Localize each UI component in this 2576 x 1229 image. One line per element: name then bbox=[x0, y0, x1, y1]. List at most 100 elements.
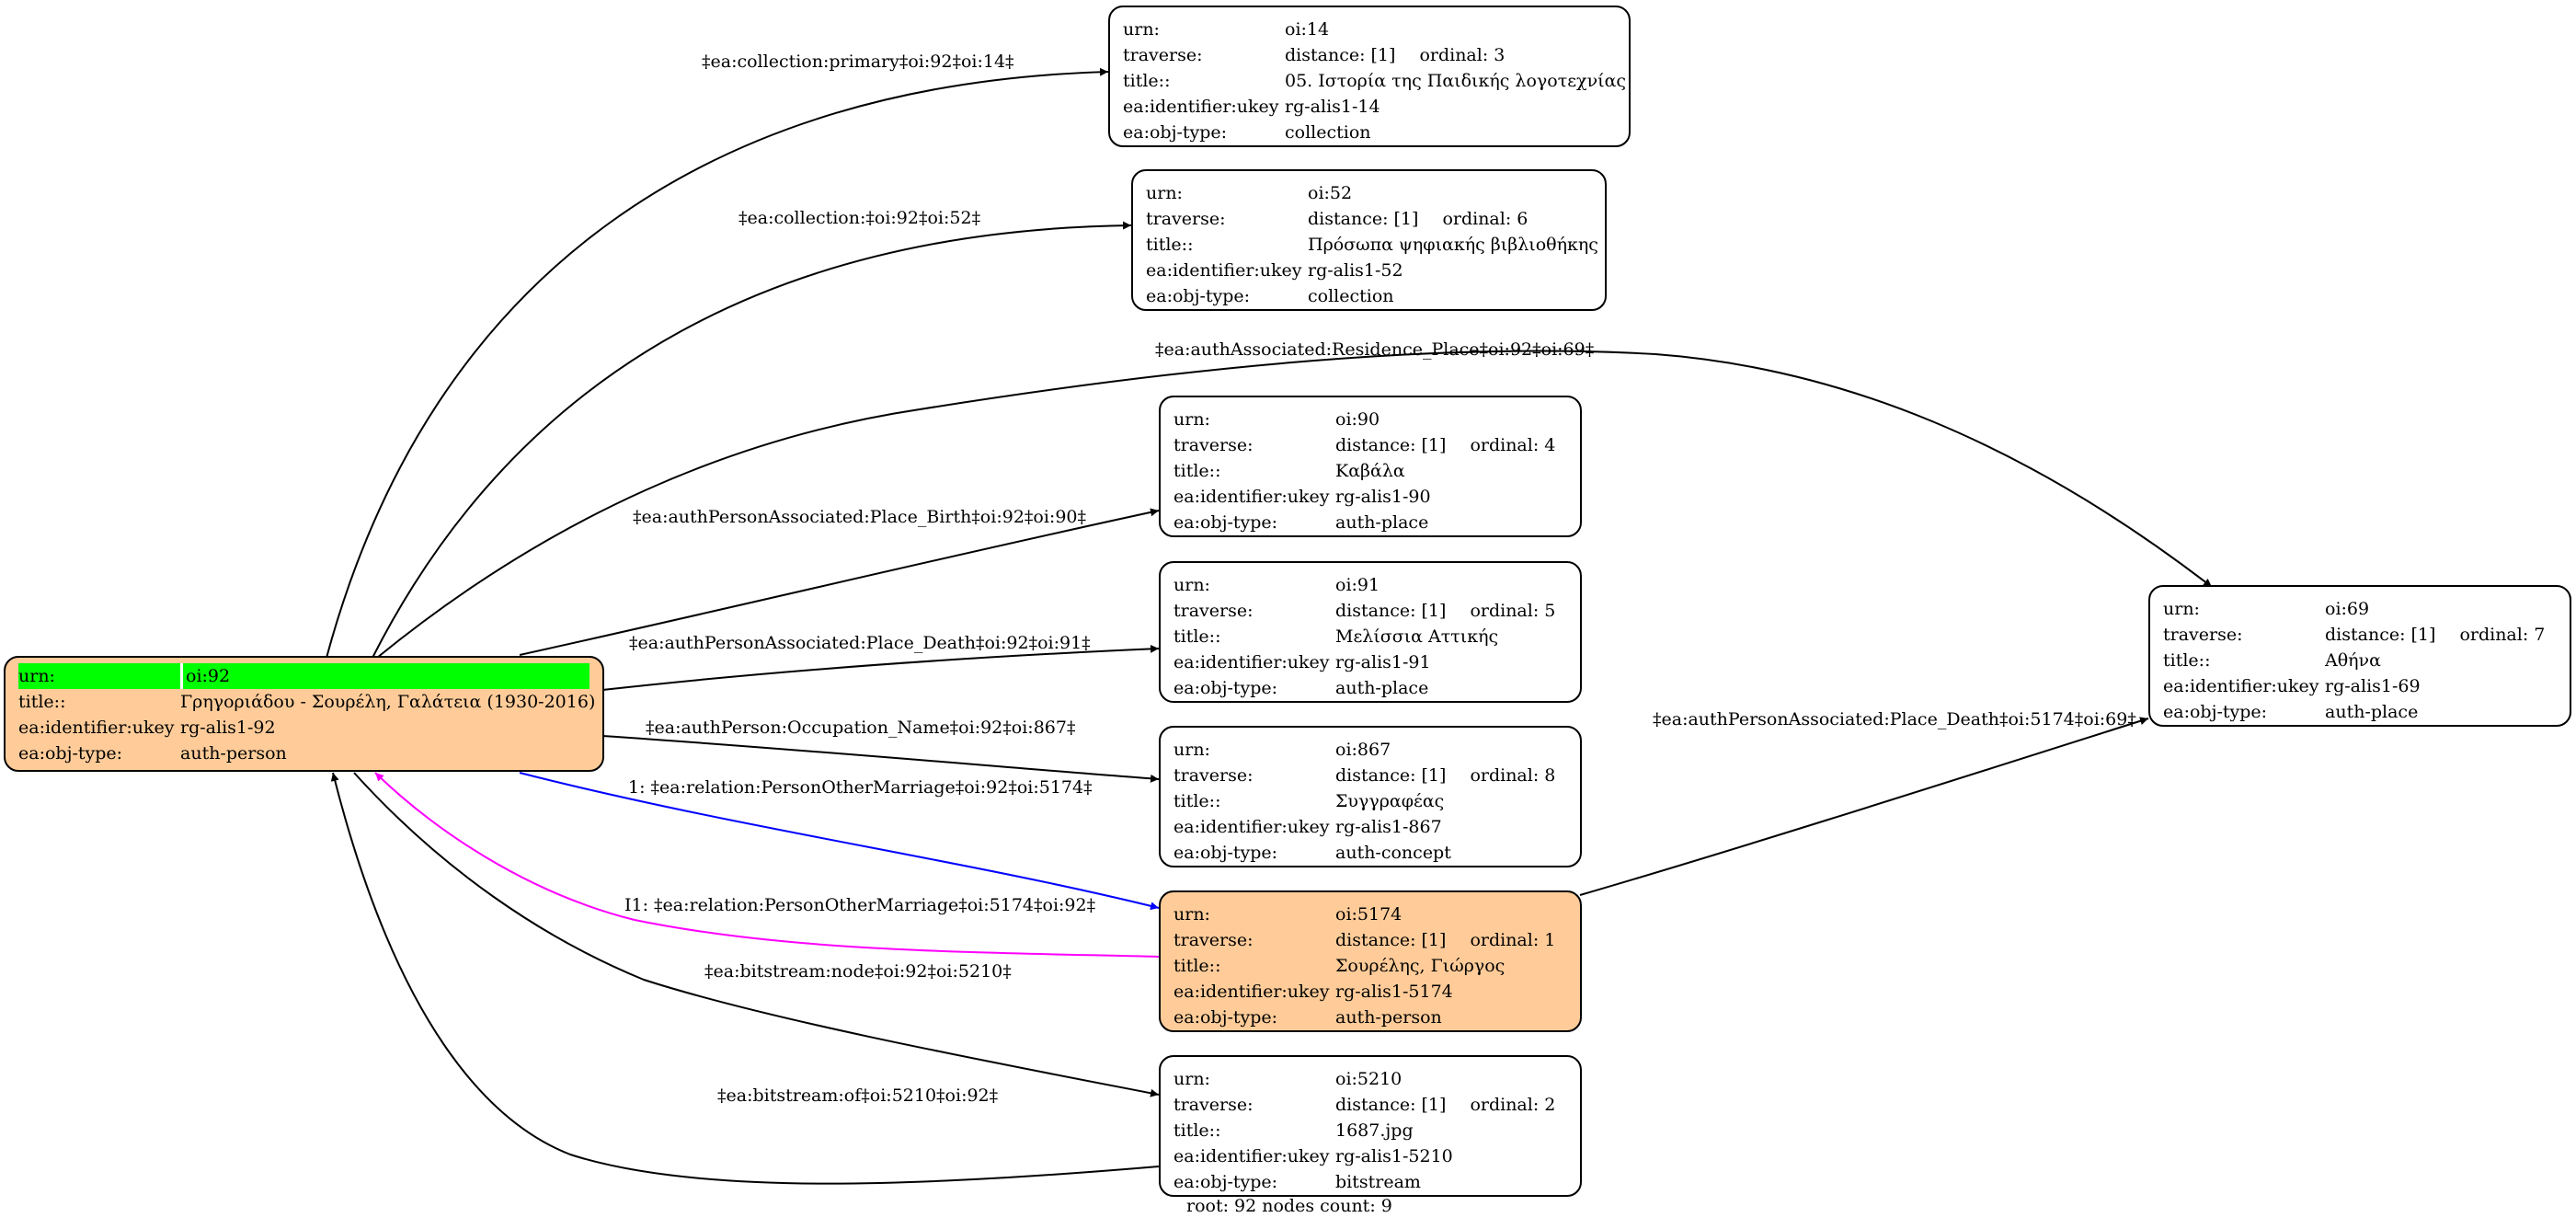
title-value: Αθήνα bbox=[2325, 650, 2381, 671]
ukey-key: ea:identifier:ukey bbox=[1123, 97, 1279, 117]
ukey-key: ea:identifier:ukey bbox=[1146, 260, 1302, 281]
traverse-key: traverse: bbox=[2163, 625, 2243, 645]
urn-value: oi:69 bbox=[2325, 599, 2370, 619]
edge-5210-92 bbox=[330, 772, 1160, 1185]
ordinal-value: ordinal: 5 bbox=[1470, 601, 1556, 621]
ordinal-value: ordinal: 6 bbox=[1442, 209, 1528, 229]
ukey-value: rg-alis1-5174 bbox=[1335, 982, 1453, 1002]
distance-value: distance: [1] bbox=[1335, 1095, 1447, 1115]
urn-key: urn: bbox=[1146, 183, 1183, 203]
edge-92-5174 bbox=[519, 772, 1160, 911]
edge-92-5210 bbox=[353, 772, 1160, 1097]
urn-key: urn: bbox=[1174, 409, 1210, 430]
node-type-row: ea:obj-type:collection bbox=[1123, 120, 1616, 145]
ordinal-value: ordinal: 8 bbox=[1470, 765, 1556, 786]
urn-value: oi:52 bbox=[1308, 183, 1353, 203]
ukey-value: rg-alis1-52 bbox=[1308, 260, 1403, 281]
node-ukey-row: ea:identifier:ukey rg-alis1-14 bbox=[1123, 94, 1616, 120]
urn-key: urn: bbox=[18, 663, 183, 689]
node-traverse-row: traverse:distance: [1]ordinal: 7 bbox=[2163, 622, 2557, 648]
traverse-key: traverse: bbox=[1174, 435, 1254, 455]
urn-key: urn: bbox=[2163, 599, 2200, 619]
node-traverse-row: traverse:distance: [1]ordinal: 2 bbox=[1174, 1092, 1567, 1118]
node-title-row: title::Συγγραφέας bbox=[1174, 788, 1567, 814]
node-oi-90[interactable]: urn:oi:90 traverse:distance: [1]ordinal:… bbox=[1159, 396, 1582, 537]
title-value: 05. Ιστορία της Παιδικής λογοτεχνίας bbox=[1285, 71, 1627, 91]
ukey-key: ea:identifier:ukey bbox=[1174, 817, 1330, 837]
type-value: collection bbox=[1308, 286, 1394, 306]
node-type-row: ea:obj-type:bitstream bbox=[1174, 1169, 1567, 1195]
title-key: title:: bbox=[1174, 626, 1221, 647]
type-key: ea:obj-type: bbox=[1146, 286, 1251, 306]
urn-value: oi:867 bbox=[1335, 740, 1391, 760]
urn-key: urn: bbox=[1123, 19, 1160, 40]
traverse-key: traverse: bbox=[1174, 1095, 1254, 1115]
type-value: auth-concept bbox=[1335, 843, 1451, 863]
urn-value: oi:14 bbox=[1285, 19, 1330, 40]
title-value: Συγγραφέας bbox=[1335, 791, 1445, 811]
title-key: title:: bbox=[1174, 1120, 1221, 1141]
node-title-row: title::Αθήνα bbox=[2163, 648, 2557, 673]
title-key: title:: bbox=[18, 692, 66, 712]
urn-key: urn: bbox=[1174, 904, 1210, 925]
distance-value: distance: [1] bbox=[1335, 601, 1447, 621]
node-type-row: ea:obj-type:auth-person bbox=[1174, 1005, 1567, 1030]
traverse-key: traverse: bbox=[1146, 209, 1226, 229]
traverse-key: traverse: bbox=[1174, 601, 1254, 621]
edge-label-92-52: ‡ea:collection:‡oi:92‡oi:52‡ bbox=[738, 208, 981, 228]
type-key: ea:obj-type: bbox=[1174, 678, 1278, 698]
edge-label-92-5210: ‡ea:bitstream:node‡oi:92‡oi:5210‡ bbox=[704, 961, 1012, 982]
edge-label-92-867: ‡ea:authPerson:Occupation_Name‡oi:92‡oi:… bbox=[646, 718, 1076, 738]
node-oi-52[interactable]: urn: oi:52 traverse: distance: [1] ordinal:… bbox=[1131, 169, 1607, 311]
node-oi-867[interactable]: urn:oi:867 traverse:distance: [1]ordinal… bbox=[1159, 726, 1582, 867]
ukey-value: rg-alis1-91 bbox=[1335, 652, 1431, 672]
node-oi-14[interactable]: urn:oi:14 traverse:distance: [1]ordinal:… bbox=[1108, 6, 1631, 147]
ordinal-value: ordinal: 1 bbox=[1470, 930, 1556, 950]
ukey-value: rg-alis1-14 bbox=[1285, 97, 1380, 117]
title-value: 1687.jpg bbox=[1335, 1120, 1414, 1141]
title-key: title:: bbox=[1174, 461, 1221, 481]
distance-value: distance: [1] bbox=[1335, 765, 1447, 786]
node-traverse-row: traverse:distance: [1]ordinal: 1 bbox=[1174, 927, 1567, 953]
ordinal-value: ordinal: 3 bbox=[1419, 45, 1506, 65]
node-title-row: title::Σουρέλης, Γιώργος bbox=[1174, 953, 1567, 979]
node-urn-row: urn:oi:867 bbox=[1174, 737, 1567, 763]
node-urn-row: urn:oi:5210 bbox=[1174, 1066, 1567, 1092]
ukey-key: ea:identifier:ukey bbox=[18, 718, 175, 738]
type-value: auth-place bbox=[1335, 512, 1429, 533]
node-oi-91[interactable]: urn:oi:91 traverse:distance: [1]ordinal:… bbox=[1159, 561, 1582, 703]
type-value: auth-place bbox=[2325, 702, 2419, 722]
node-oi-92[interactable]: urn: oi:92 title:: Γρηγοριάδου - Σουρέλη… bbox=[4, 656, 604, 772]
node-oi-69[interactable]: urn: oi:69 traverse:distance: [1]ordinal:… bbox=[2148, 585, 2571, 727]
ukey-value: rg-alis1-69 bbox=[2325, 676, 2421, 696]
edge-92-90 bbox=[519, 508, 1160, 656]
node-type-row: ea:obj-type:auth-place bbox=[1174, 675, 1567, 701]
node-traverse-row: traverse: distance: [1] ordinal: 5 bbox=[1174, 598, 1567, 624]
edge-92-52 bbox=[372, 221, 1132, 659]
node-title-row: title::Πρόσωπα ψηφιακής βιβλιοθήκης bbox=[1146, 232, 1598, 258]
type-key: ea:obj-type: bbox=[1174, 843, 1278, 863]
edge-label-5210-92: ‡ea:bitstream:of‡oi:5210‡oi:92‡ bbox=[717, 1085, 999, 1106]
type-value: auth-person bbox=[1335, 1007, 1442, 1028]
distance-value: distance: [1] bbox=[1285, 45, 1396, 65]
node-type-row: ea:obj-type: auth-concept bbox=[1174, 840, 1567, 866]
title-key: title:: bbox=[1174, 791, 1221, 811]
distance-value: distance: [1] bbox=[1308, 209, 1419, 229]
node-type-row: ea:obj-type: collection bbox=[1146, 283, 1592, 309]
ukey-key: ea:identifier:ukey bbox=[1174, 1146, 1330, 1166]
edge-label-92-69: ‡ea:authAssociated:Residence_Place‡oi:92… bbox=[1155, 339, 1595, 360]
node-oi-5210[interactable]: urn:oi:5210 traverse:distance: [1]ordina… bbox=[1159, 1055, 1582, 1197]
type-key: ea:obj-type: bbox=[1174, 512, 1278, 533]
edge-92-91 bbox=[601, 644, 1160, 691]
node-type-row: ea:obj-type: auth-person bbox=[18, 741, 590, 766]
node-urn-row: urn: oi:52 bbox=[1146, 180, 1592, 206]
ukey-value: rg-alis1-5210 bbox=[1335, 1146, 1453, 1166]
ukey-key: ea:identifier:ukey bbox=[1174, 982, 1330, 1002]
node-oi-5174[interactable]: urn:oi:5174 traverse:distance: [1]ordina… bbox=[1159, 890, 1582, 1032]
